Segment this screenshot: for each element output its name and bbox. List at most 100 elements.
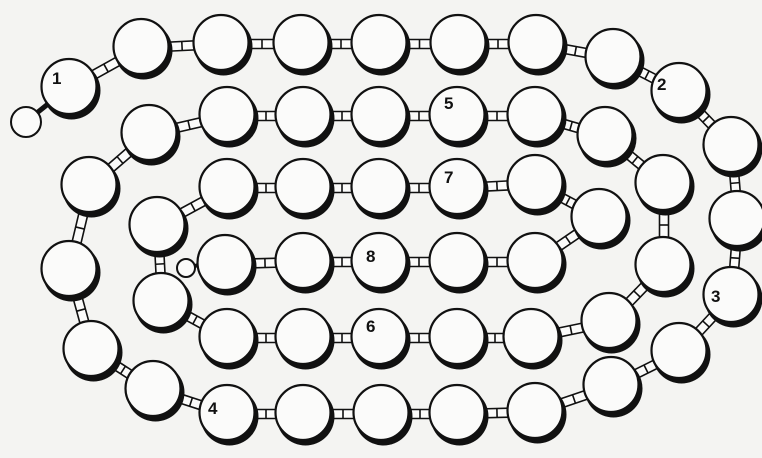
bead <box>506 85 567 148</box>
bead <box>584 27 645 90</box>
marker-4: 4 <box>208 399 218 418</box>
bead-face <box>506 153 564 212</box>
bead <box>124 359 185 422</box>
connector-notch <box>730 181 740 185</box>
bead-layer <box>40 13 762 446</box>
bead-face <box>128 195 186 254</box>
bead-face <box>350 157 408 216</box>
bead <box>120 103 181 166</box>
bead-face <box>274 231 332 290</box>
bead <box>650 321 711 384</box>
bead-face <box>132 271 190 330</box>
bead-face <box>502 307 560 366</box>
connector-notch <box>75 226 85 230</box>
bead-face <box>702 115 760 174</box>
bead <box>198 383 259 446</box>
bead <box>274 85 335 148</box>
bead-face <box>350 85 408 144</box>
bead <box>702 115 762 178</box>
bead <box>198 307 259 370</box>
connector-notch <box>633 290 641 298</box>
marker-8: 8 <box>366 247 375 266</box>
connector-notch <box>568 121 574 131</box>
bead-face <box>272 13 330 72</box>
bead <box>350 85 411 148</box>
bead-face <box>650 61 708 120</box>
bead-face <box>274 157 332 216</box>
bead-face <box>62 319 120 378</box>
bead <box>272 13 333 76</box>
bead <box>582 355 643 418</box>
bead-face <box>198 157 256 216</box>
bead <box>112 17 173 80</box>
bead-face <box>196 233 254 292</box>
bead-face <box>350 13 408 72</box>
bead-face <box>429 13 487 72</box>
bead-face <box>60 155 118 214</box>
connector-notch <box>702 115 710 123</box>
chain-start-cap <box>10 106 42 138</box>
bead-face <box>576 105 634 164</box>
bead <box>196 233 257 296</box>
end-cap-layer <box>10 106 196 278</box>
connector-notch <box>564 235 572 245</box>
bead-face <box>428 383 486 442</box>
bead <box>576 105 637 168</box>
connector-notch <box>188 397 194 407</box>
bead-face <box>580 291 638 350</box>
bead-face <box>40 239 98 298</box>
bead <box>429 13 490 76</box>
connector-notch <box>643 364 649 374</box>
bead-face <box>350 307 408 366</box>
start-connector <box>36 102 50 114</box>
marker-layer: 1 2 3 4 5 6 7 8 <box>52 69 720 418</box>
connector-notch <box>119 365 127 375</box>
bead <box>428 383 489 446</box>
bead-face <box>634 153 692 212</box>
bead-face <box>112 17 170 76</box>
bead <box>274 157 335 220</box>
connector-notch <box>187 120 191 130</box>
bead <box>192 13 253 76</box>
connector-notch <box>573 46 578 56</box>
bead <box>428 231 489 294</box>
bead <box>274 231 335 294</box>
bead <box>128 195 189 258</box>
bead <box>428 157 489 220</box>
marker-6: 6 <box>366 317 375 336</box>
bead <box>350 13 411 76</box>
bead <box>428 85 489 148</box>
connector-notch <box>631 156 639 164</box>
connector-notch <box>730 256 740 260</box>
connector-notch <box>76 308 86 312</box>
connector-notch <box>702 320 710 328</box>
connector-notch <box>571 394 577 404</box>
bead <box>634 235 695 298</box>
bead <box>274 383 335 446</box>
connector-notch <box>644 70 650 80</box>
bead-face <box>274 383 332 442</box>
bead <box>506 381 567 444</box>
bead-face <box>352 383 410 442</box>
bead-face <box>582 355 640 414</box>
bead-face <box>198 307 256 366</box>
connector-notch <box>190 202 196 212</box>
bead <box>350 157 411 220</box>
bead-face <box>650 321 708 380</box>
bead-face <box>634 235 692 294</box>
bead <box>708 189 762 252</box>
bead-face <box>584 27 642 86</box>
bead-face <box>120 103 178 162</box>
bead-face <box>124 359 182 418</box>
bead-face <box>506 231 564 290</box>
bead-face <box>428 85 486 144</box>
bead-face <box>274 85 332 144</box>
bead <box>428 307 489 370</box>
bead <box>506 153 567 216</box>
bead <box>198 85 259 148</box>
bead <box>60 155 121 218</box>
bead-face <box>40 57 98 116</box>
bead-face <box>274 307 332 366</box>
